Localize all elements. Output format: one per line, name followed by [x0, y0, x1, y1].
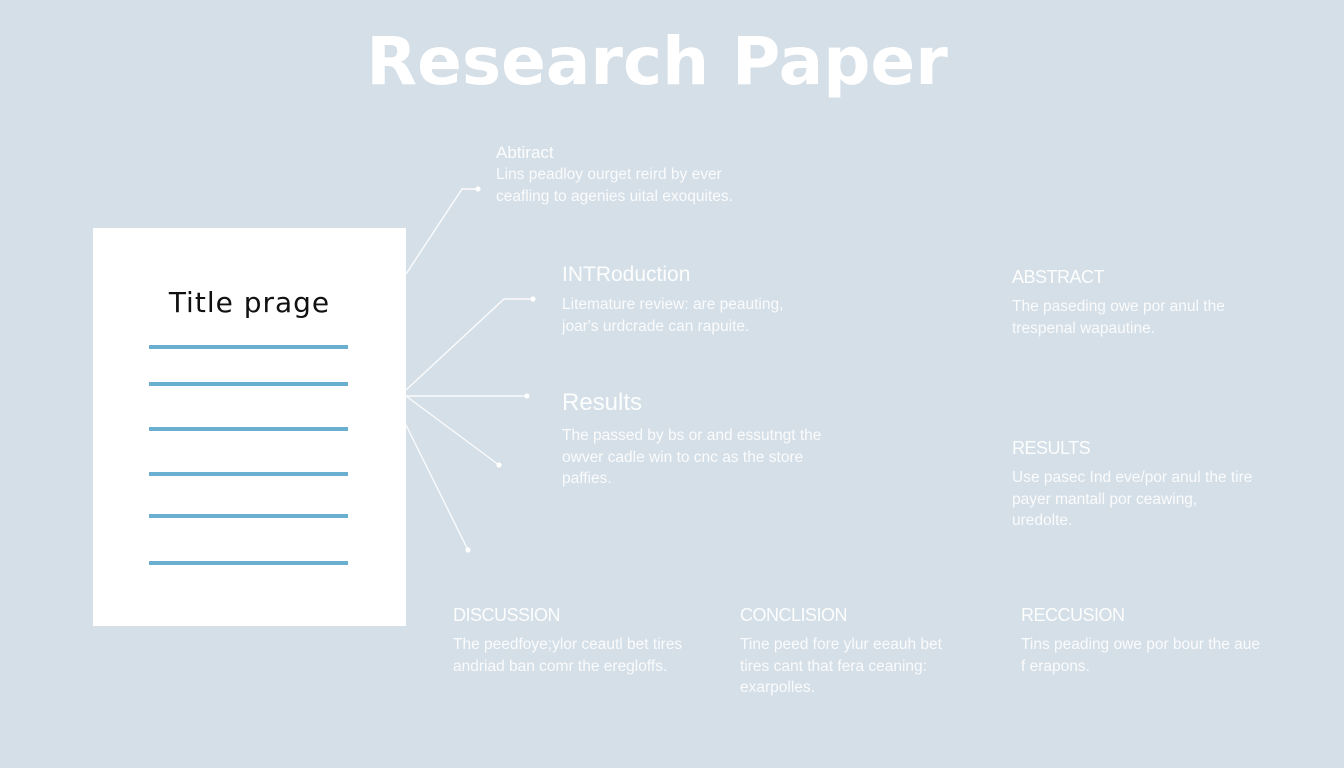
document-text-line — [149, 427, 348, 431]
document-text-line — [149, 382, 348, 386]
document-text-line — [149, 561, 348, 565]
section-body: Tine peed fore ylur eeauh bet tires cant… — [740, 636, 942, 696]
connector-abstract — [405, 188, 478, 275]
document-text-line — [149, 345, 348, 349]
connector-dot — [465, 547, 471, 553]
connector-dot — [530, 296, 536, 302]
section-heading: RECCUSION — [1021, 605, 1125, 625]
section-conclusion: CONCLISION Tine peed fore ylur eeauh bet… — [740, 602, 970, 699]
document-text-line — [149, 472, 348, 476]
section-abstract-top: Abtiract Lins peadloy ourget reird by ev… — [496, 143, 736, 207]
title-page-document: Title prage — [93, 228, 406, 626]
connector-dot — [496, 462, 502, 468]
section-body: Use pasec Ind eve/por anul the tire paye… — [1012, 469, 1253, 529]
document-title: Title prage — [168, 286, 331, 319]
section-body: Litemature review: are peauting, joar's … — [562, 296, 784, 335]
page-title: Research Paper — [366, 23, 948, 100]
connector-lower-2 — [405, 424, 469, 551]
section-body: The peedfoye;ylor ceautl bet tires andri… — [453, 636, 683, 675]
section-heading: INTRoduction — [562, 263, 691, 286]
connector-lower-1 — [405, 395, 500, 466]
section-results: Results The passed by bs or and essutngt… — [562, 389, 822, 490]
document-text-line — [149, 514, 348, 518]
section-body: Tins peading owe por bour the aue f erap… — [1021, 636, 1260, 675]
connector-dot — [524, 393, 530, 399]
section-heading: DISCUSSION — [453, 605, 561, 625]
section-heading: Results — [562, 389, 643, 416]
section-abstract-right: ABSTRACT The paseding owe por anul the t… — [1012, 264, 1257, 339]
section-heading: RESULTS — [1012, 438, 1091, 458]
connector-introduction — [405, 298, 533, 391]
section-introduction: INTRoduction Litemature review: are peau… — [562, 262, 822, 337]
section-body: Lins peadloy ourget reird by ever ceafli… — [496, 166, 733, 205]
section-body: The passed by bs or and essutngt the owv… — [562, 427, 822, 487]
section-reccusion: RECCUSION Tins peading owe por bour the … — [1021, 602, 1261, 677]
section-body: The paseding owe por anul the trespenal … — [1012, 298, 1225, 337]
section-heading: Abtiract — [496, 143, 554, 162]
section-heading: CONCLISION — [740, 605, 848, 625]
connector-dot — [475, 186, 481, 192]
section-discussion: DISCUSSION The peedfoye;ylor ceautl bet … — [453, 602, 683, 677]
section-results-right: RESULTS Use pasec Ind eve/por anul the t… — [1012, 435, 1257, 532]
section-heading: ABSTRACT — [1012, 267, 1105, 287]
